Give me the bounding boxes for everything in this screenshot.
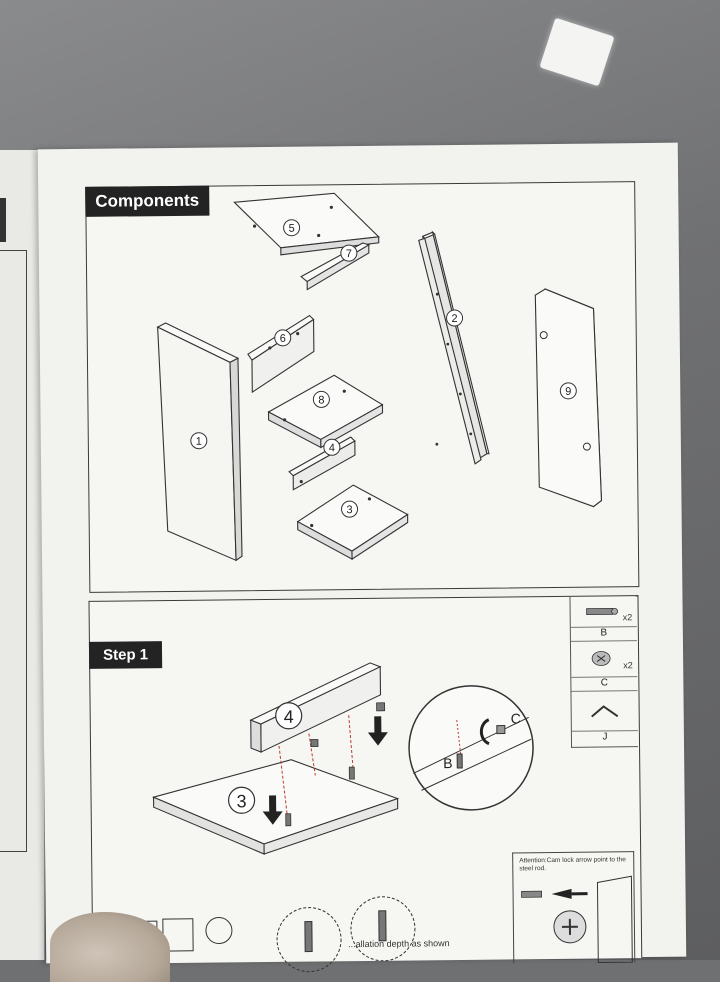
parts-cell-j-label: J [572, 730, 638, 745]
step1-label-4: 4 [284, 707, 294, 727]
left-page-tab [0, 198, 6, 242]
part-label-2: 2 [451, 313, 457, 325]
part-label-4: 4 [329, 442, 335, 454]
parts-c-label: C [571, 677, 637, 689]
instruction-booklet-page: Components [38, 143, 686, 964]
detail-label-b: B [443, 755, 453, 771]
detail-magnifier-circle [408, 685, 533, 810]
parts-cell-c-image: x2 [571, 640, 637, 678]
parts-cell-j-image [571, 690, 637, 732]
parts-j-label: J [572, 731, 638, 743]
components-section: Components [85, 181, 639, 593]
part-label-6: 6 [280, 333, 286, 345]
part-label-9: 9 [565, 386, 571, 398]
part-8-panel [268, 375, 383, 440]
part-3-panel [297, 485, 408, 552]
parts-cell-b-image: x2 [570, 596, 636, 628]
part-label-8: 8 [318, 394, 324, 406]
step1-section: Step 1 [88, 595, 642, 964]
detail-label-c: C [511, 710, 521, 726]
parts-b-label: B [571, 627, 637, 639]
part-label-7: 7 [346, 248, 352, 260]
part-label-5: 5 [288, 223, 294, 235]
attention-box: Attention:Cam lock arrow point to the st… [512, 851, 635, 963]
part-label-1: 1 [196, 436, 202, 448]
parts-table: x2 B x2 C J [569, 596, 638, 748]
part-label-3: 3 [346, 504, 352, 516]
components-diagram: 5 7 2 6 9 1 8 4 3 [86, 182, 638, 592]
installation-depth-caption: ...allation depth as shown [348, 938, 450, 949]
left-page-frame [0, 250, 27, 852]
parts-c-qty: x2 [623, 660, 633, 670]
parts-b-qty: x2 [623, 612, 633, 622]
step1-label-3: 3 [236, 791, 246, 811]
